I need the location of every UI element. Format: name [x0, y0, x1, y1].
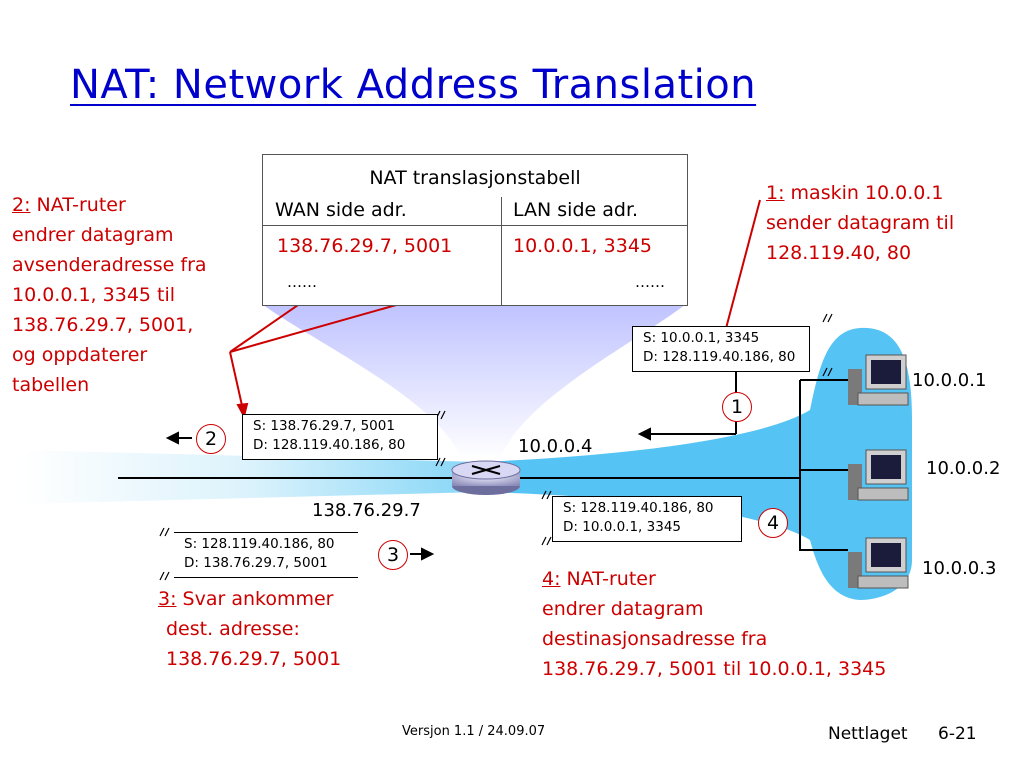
step-marker-2: 2: [196, 424, 226, 454]
router-lan-ip: 10.0.0.4: [518, 436, 593, 457]
step3-number: 3:: [158, 588, 177, 610]
step3-line: 138.76.29.7, 5001: [166, 648, 342, 670]
step3-line: dest. adresse:: [166, 618, 300, 640]
lan-blob: [480, 327, 912, 600]
step2-line: og oppdaterer: [12, 344, 148, 366]
packet-source: S: 10.0.0.1, 3345: [643, 330, 760, 346]
step1-number: 1:: [766, 182, 785, 204]
step4-line: endrer datagram: [542, 598, 704, 620]
packet-source: S: 128.119.40.186, 80: [563, 500, 714, 516]
step2-line: avsenderadresse fra: [12, 254, 207, 276]
footer-page-number: 6-21: [938, 724, 977, 744]
packet-destination: D: 138.76.29.7, 5001: [184, 555, 328, 571]
table-caption: NAT translasjonstabell: [369, 167, 581, 189]
host-label: 10.0.0.3: [922, 558, 997, 579]
step1-line: 128.119.40, 80: [766, 242, 912, 264]
step2-line: 138.76.29.7, 5001,: [12, 314, 194, 336]
step2-number: 2:: [12, 194, 31, 216]
footer-chapter: Nettlaget: [828, 724, 908, 744]
computer-icon: [848, 449, 909, 501]
packet-4: S: 128.119.40.186, 80 D: 10.0.0.1, 3345: [552, 496, 742, 542]
packet-source: S: 128.119.40.186, 80: [184, 536, 335, 552]
step-marker-1: 1: [722, 392, 752, 422]
step1-line: sender datagram til: [766, 212, 955, 234]
step3-annotation: 3: Svar ankommer dest. adresse: 138.76.2…: [158, 584, 341, 674]
column-header-lan: LAN side adr.: [513, 199, 639, 221]
step-marker-3: 3: [378, 540, 408, 570]
step1-annotation: 1: maskin 10.0.0.1 sender datagram til 1…: [766, 178, 954, 268]
step4-line: destinasjonsadresse fra: [542, 628, 768, 650]
packet-1: S: 10.0.0.1, 3345 D: 128.119.40.186, 80: [632, 326, 810, 372]
step4-annotation: 4: NAT-ruter endrer datagram destinasjon…: [542, 564, 886, 684]
packet-2: S: 138.76.29.7, 5001 D: 128.119.40.186, …: [242, 414, 438, 460]
step2-line: endrer datagram: [12, 224, 174, 246]
step4-number: 4:: [542, 568, 561, 590]
table-ellipsis-wan: ……: [287, 273, 317, 291]
computer-icon: [848, 354, 909, 406]
step1-line: maskin 10.0.0.1: [790, 182, 944, 204]
packet-destination: D: 128.119.40.186, 80: [253, 437, 406, 453]
computer-icon: [848, 537, 909, 589]
table-ellipsis-lan: ……: [635, 273, 665, 291]
step4-line: 138.76.29.7, 5001 til 10.0.0.1, 3345: [542, 658, 887, 680]
host-label: 10.0.0.2: [926, 458, 1001, 479]
page-title: NAT: Network Address Translation: [70, 62, 757, 108]
column-header-wan: WAN side adr.: [275, 199, 407, 221]
step2-line: NAT-ruter: [36, 194, 126, 216]
router-icon: [451, 460, 521, 495]
step3-line: Svar ankommer: [182, 588, 334, 610]
nat-translation-table: NAT translasjonstabell WAN side adr. LAN…: [262, 154, 688, 306]
step2-line: tabellen: [12, 374, 90, 396]
packet-destination: D: 128.119.40.186, 80: [643, 349, 796, 365]
step2-line: 10.0.0.1, 3345 til: [12, 284, 176, 306]
packet-3: S: 128.119.40.186, 80 D: 138.76.29.7, 50…: [174, 532, 358, 578]
footer-version: Versjon 1.1 / 24.09.07: [402, 724, 546, 739]
packet-destination: D: 10.0.0.1, 3345: [563, 519, 681, 535]
table-divider: [263, 225, 687, 226]
router-wan-ip: 138.76.29.7: [312, 500, 421, 521]
table-cell-wan: 138.76.29.7, 5001: [277, 235, 453, 257]
funnel-shape: [262, 304, 686, 460]
step2-annotation: 2: NAT-ruter endrer datagram avsenderadr…: [12, 190, 207, 400]
step4-line: NAT-ruter: [566, 568, 656, 590]
host-label: 10.0.0.1: [912, 370, 987, 391]
packet-source: S: 138.76.29.7, 5001: [253, 418, 395, 434]
table-column-divider: [501, 197, 502, 305]
table-cell-lan: 10.0.0.1, 3345: [513, 235, 652, 257]
step-marker-4: 4: [758, 508, 788, 538]
